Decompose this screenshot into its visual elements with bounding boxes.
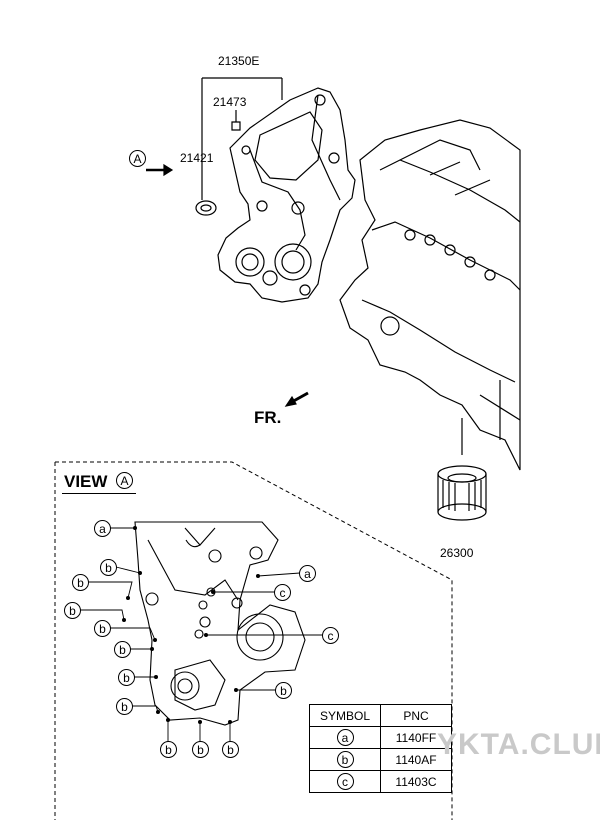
callout-b-2: b <box>72 574 89 591</box>
callout-b-3: b <box>64 602 81 619</box>
symbol-header: SYMBOL <box>309 704 381 727</box>
ref-marker-a: A <box>129 150 146 167</box>
leader-21350e <box>201 77 283 200</box>
part-label-21350e: 21350E <box>218 54 260 68</box>
part-label-26300: 26300 <box>440 546 474 560</box>
callout-b-4: b <box>94 620 111 637</box>
callout-b-9: b <box>192 741 209 758</box>
view-a-cover-outline <box>134 521 306 726</box>
callout-a-2: a <box>299 565 316 582</box>
callout-b-1: b <box>100 559 117 576</box>
callout-a-1: a <box>94 520 111 537</box>
part-label-21421: 21421 <box>180 151 214 165</box>
pnc-a: 1140FF <box>380 726 452 749</box>
watermark: YKTA.CLUB <box>437 728 600 761</box>
callout-b-5: b <box>114 641 131 658</box>
symbol-b: b <box>336 751 354 768</box>
callout-b-7: b <box>116 698 133 715</box>
front-label: FR. <box>254 408 282 427</box>
callout-c-2: c <box>322 627 339 644</box>
symbol-table: SYMBOL PNC a 1140FF b 1140AF c 11403C <box>309 704 452 793</box>
pnc-c: 11403C <box>380 770 452 793</box>
view-ref-marker: A <box>116 472 133 489</box>
callout-b-11: b <box>275 682 292 699</box>
oil-filter-26300 <box>437 465 487 521</box>
oil-seal-21421 <box>195 200 217 216</box>
callout-b-8: b <box>160 741 177 758</box>
symbol-a: a <box>336 729 354 746</box>
symbol-c: c <box>336 773 354 790</box>
callout-b-10: b <box>222 741 239 758</box>
part-label-21473: 21473 <box>213 95 247 109</box>
timing-cover-outline <box>217 87 356 303</box>
callout-c-1: c <box>274 584 291 601</box>
engine-block-outline <box>339 119 521 471</box>
view-title-underline <box>62 493 136 494</box>
view-box-border <box>54 461 453 820</box>
callout-b-6: b <box>118 669 135 686</box>
bolt-21473 <box>231 121 241 131</box>
pnc-header: PNC <box>380 704 452 727</box>
bolt-markers <box>122 526 260 724</box>
view-title: VIEW <box>64 472 108 491</box>
